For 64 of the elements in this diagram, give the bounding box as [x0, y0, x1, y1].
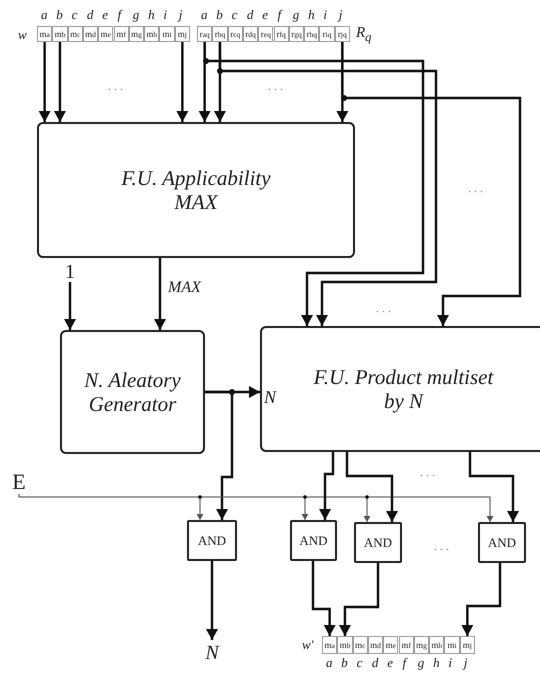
register-name: w: [18, 28, 27, 41]
signal-name: E: [8, 470, 30, 494]
column-letter: c: [232, 8, 238, 21]
column-letter: f: [118, 8, 122, 21]
arrow: [176, 42, 188, 122]
function-block: F.U. Applicability MAX: [37, 122, 355, 258]
column-letter: j: [338, 8, 342, 21]
and-gate: AND: [290, 520, 337, 561]
arrow: [38, 42, 51, 122]
column-letter: a: [326, 656, 332, 669]
function-block: N. Aleatory Generator: [60, 330, 205, 454]
column-letter: b: [56, 8, 63, 21]
column-letter: i: [323, 8, 328, 21]
column-letter: d: [372, 656, 378, 669]
column-letter: e: [262, 8, 268, 21]
register-name: R$_{q}$: [356, 26, 372, 44]
column-letter: g: [292, 8, 300, 21]
column-letter: e: [387, 656, 393, 669]
and-gate: AND: [354, 522, 402, 563]
column-letter: i: [163, 8, 168, 21]
ellipsis: ...: [420, 466, 438, 478]
column-letter: g: [418, 656, 424, 669]
ellipsis: ...: [108, 80, 126, 92]
column-letter: j: [464, 656, 468, 669]
and-gate: AND: [187, 520, 237, 561]
column-letter: c: [72, 8, 78, 21]
column-letter: h: [148, 8, 155, 21]
column-letter: h: [433, 656, 440, 669]
column-letter: b: [341, 656, 348, 669]
arrow: [338, 563, 380, 636]
column-letter: h: [308, 8, 315, 21]
column-letter: d: [86, 8, 94, 21]
and-gate: AND: [478, 522, 526, 563]
arrow: [468, 452, 519, 522]
arrow: [205, 390, 234, 520]
column-letter: i: [448, 656, 452, 669]
column-letter: g: [132, 8, 140, 21]
ellipsis: ...: [434, 540, 452, 552]
column-letter: a: [41, 8, 48, 21]
arrow: [64, 282, 76, 330]
signal-name: 1: [61, 262, 79, 282]
column-letter: e: [102, 8, 108, 21]
column-letter: d: [246, 8, 254, 21]
signal-name: N: [199, 640, 225, 666]
column-letter: f: [402, 656, 406, 669]
column-letter: b: [216, 8, 223, 21]
arrow: [54, 42, 66, 122]
arrow: [18, 494, 494, 522]
arrow: [312, 561, 336, 636]
arrow: [206, 561, 218, 640]
arrow: [461, 563, 502, 636]
ellipsis: ...: [376, 302, 394, 314]
column-letter: j: [178, 8, 182, 21]
column-letter: c: [356, 656, 362, 669]
signal-name: N: [264, 388, 276, 406]
arrow: [319, 452, 334, 520]
arrow: [341, 42, 522, 326]
arrow: [346, 452, 398, 522]
column-letter: a: [201, 8, 208, 21]
ellipsis: ...: [268, 80, 286, 92]
column-letter: f: [278, 8, 282, 21]
ellipsis: ...: [468, 182, 486, 194]
arrow: [154, 258, 166, 330]
register-name: w': [302, 638, 314, 651]
